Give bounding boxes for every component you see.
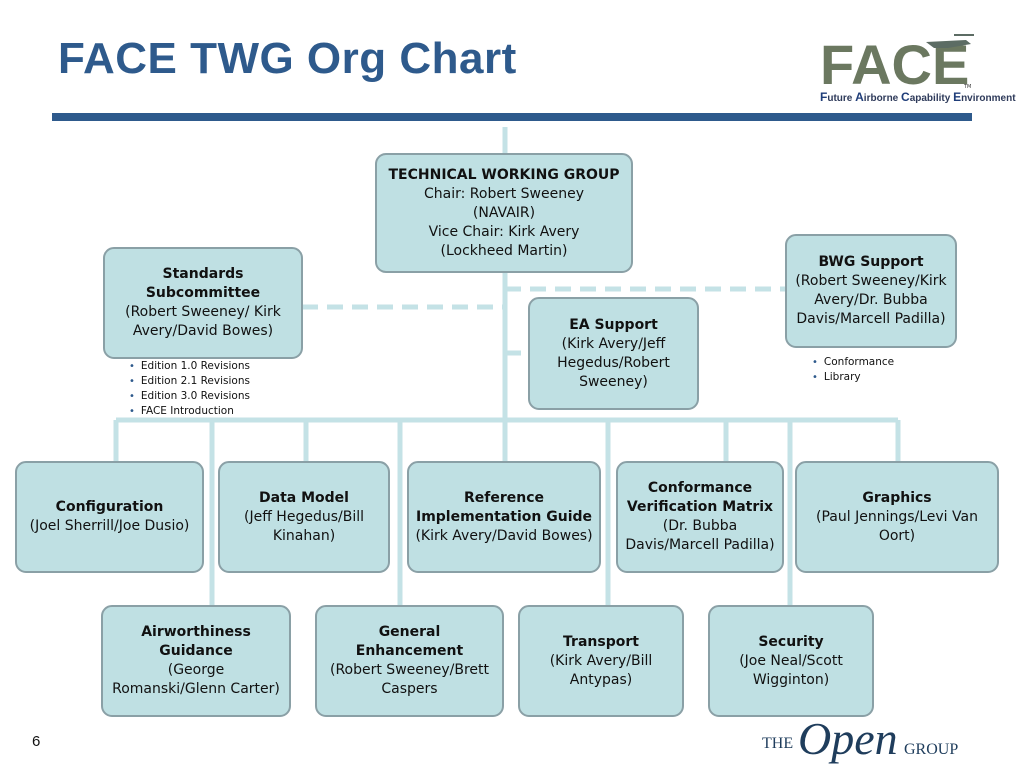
box-title: Data Model [259, 489, 349, 506]
list-item: Library [812, 370, 894, 385]
general-enhancement-box: General Enhancement (Robert Sweeney/Bret… [315, 605, 504, 717]
box-people: (Robert Sweeney/Brett Caspers [329, 662, 490, 697]
standards-people: (Robert Sweeney/ Kirk Avery/David Bowes) [125, 304, 281, 339]
box-people: (Dr. Bubba Davis/Marcell Padilla) [625, 518, 775, 553]
bwg-bullets: Conformance Library [812, 355, 894, 385]
standards-title: Standards Subcommittee [145, 266, 261, 301]
logo-the: THE [762, 735, 793, 752]
list-item: Edition 2.1 Revisions [129, 374, 250, 389]
reference-implementation-box: Reference Implementation Guide (Kirk Ave… [407, 461, 601, 573]
twg-vice-chair-org: (Lockheed Martin) [440, 242, 568, 259]
ea-box: EA Support (Kirk Avery/Jeff Hegedus/Robe… [528, 297, 699, 410]
twg-title: TECHNICAL WORKING GROUP [388, 166, 620, 183]
bwg-title: BWG Support [818, 254, 924, 270]
box-people: (Paul Jennings/Levi Van Oort) [816, 508, 978, 544]
logo-group: GROUP [904, 741, 958, 758]
box-people: (Joe Neal/Scott Wigginton) [739, 652, 843, 688]
box-title: Reference Implementation Guide [415, 489, 593, 525]
twg-chair-org: (NAVAIR) [472, 204, 536, 221]
bwg-box: BWG Support (Robert Sweeney/Kirk Avery/D… [785, 234, 957, 348]
box-people: (Jeff Hegedus/Bill Kinahan) [244, 508, 364, 544]
twg-chair: Chair: Robert Sweeney [424, 185, 584, 202]
box-title: Security [758, 633, 824, 650]
page-title: FACE TWG Org Chart [58, 34, 517, 83]
box-title: General Enhancement [355, 624, 464, 659]
list-item: Conformance [812, 355, 894, 370]
bwg-people: (Robert Sweeney/Kirk Avery/Dr. Bubba Dav… [795, 273, 947, 327]
conformance-matrix-box: Conformance Verification Matrix (Dr. Bub… [616, 461, 784, 573]
graphics-box: Graphics (Paul Jennings/Levi Van Oort) [795, 461, 999, 573]
twg-box: TECHNICAL WORKING GROUP Chair: Robert Sw… [375, 153, 633, 273]
face-tagline: Future Airborne Capability Environment [820, 90, 1016, 104]
box-title: Configuration [55, 499, 164, 515]
box-people: (Kirk Avery/Bill Antypas) [549, 652, 653, 688]
box-people: (George Romanski/Glenn Carter) [112, 662, 280, 697]
tm-mark: TM [963, 84, 971, 90]
box-people: (Kirk Avery/David Bowes) [415, 527, 593, 544]
box-title: Airworthiness Guidance [141, 624, 251, 659]
face-logo: FACE TM [816, 28, 976, 96]
standards-bullets: Edition 1.0 Revisions Edition 2.1 Revisi… [129, 359, 250, 419]
security-box: Security (Joe Neal/Scott Wigginton) [708, 605, 874, 717]
box-title: Transport [563, 633, 639, 650]
configuration-box: Configuration (Joel Sherrill/Joe Dusio) [15, 461, 204, 573]
ea-title: EA Support [569, 316, 658, 333]
open-group-logo: THE Open GROUP [762, 713, 958, 764]
ea-people: (Kirk Avery/Jeff Hegedus/Robert Sweeney) [557, 335, 670, 390]
twg-vice-chair: Vice Chair: Kirk Avery [428, 223, 580, 240]
list-item: Edition 3.0 Revisions [129, 389, 250, 404]
page-number: 6 [32, 733, 41, 750]
airworthiness-box: Airworthiness Guidance (George Romanski/… [101, 605, 291, 717]
logo-open: Open [798, 713, 898, 764]
box-title: Graphics [862, 489, 932, 506]
standards-box: Standards Subcommittee (Robert Sweeney/ … [103, 247, 303, 359]
data-model-box: Data Model (Jeff Hegedus/Bill Kinahan) [218, 461, 390, 573]
box-people: (Joel Sherrill/Joe Dusio) [29, 518, 190, 534]
box-title: Conformance Verification Matrix [626, 480, 774, 515]
title-divider [52, 113, 972, 121]
list-item: Edition 1.0 Revisions [129, 359, 250, 374]
list-item: FACE Introduction [129, 404, 250, 419]
transport-box: Transport (Kirk Avery/Bill Antypas) [518, 605, 684, 717]
